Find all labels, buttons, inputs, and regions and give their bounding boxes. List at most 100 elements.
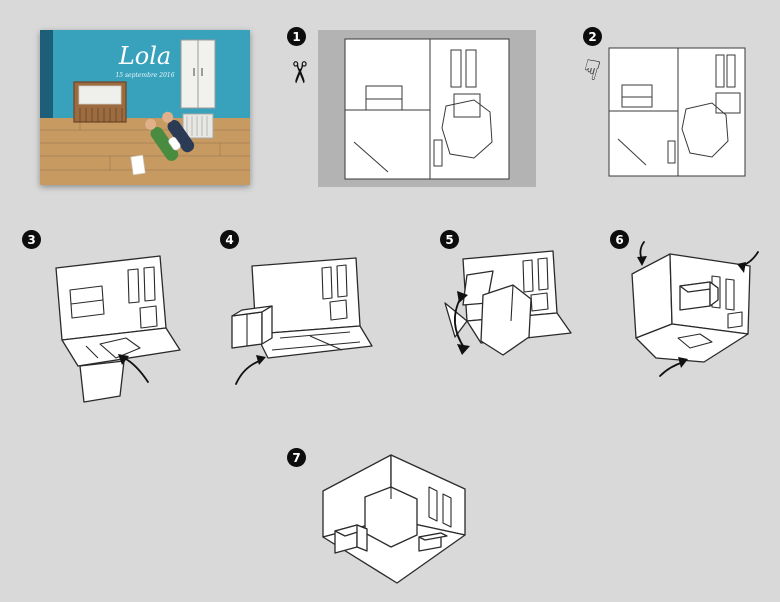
step-7-number: 7 bbox=[292, 450, 301, 465]
wall-window bbox=[428, 486, 438, 522]
wardrobe-box bbox=[334, 524, 368, 554]
template-sheet bbox=[608, 47, 746, 177]
fold-arrow-head bbox=[737, 262, 746, 273]
cut-out-template bbox=[608, 47, 746, 177]
left-wall bbox=[631, 253, 673, 339]
window-template bbox=[715, 54, 725, 88]
floor-flap bbox=[61, 327, 181, 367]
fold-arrow-head bbox=[457, 291, 468, 303]
step-2-tool: ☟ bbox=[576, 53, 606, 88]
fold-line bbox=[70, 299, 104, 305]
step-3-illustration bbox=[28, 246, 198, 411]
step-6-illustration bbox=[608, 238, 773, 398]
step-2-number: 2 bbox=[588, 29, 597, 44]
window-template bbox=[726, 54, 736, 88]
template-cut-out bbox=[608, 47, 746, 177]
wall-window bbox=[537, 257, 549, 291]
card-floor bbox=[40, 118, 250, 185]
radiator-box bbox=[418, 532, 448, 552]
fold-arrow-head bbox=[678, 357, 688, 368]
step-3-number: 3 bbox=[27, 232, 36, 247]
step-7-badge: 7 bbox=[287, 448, 306, 467]
wall-window bbox=[336, 264, 348, 298]
fold-step-6 bbox=[631, 241, 759, 377]
fold-step-5 bbox=[444, 250, 572, 356]
wardrobe-box bbox=[679, 281, 719, 311]
slot-template bbox=[433, 139, 443, 167]
crib-template bbox=[681, 102, 729, 158]
crib-template bbox=[441, 99, 493, 159]
radiator-outline bbox=[727, 311, 743, 329]
card-on-floor bbox=[130, 154, 146, 176]
card-title: Lola bbox=[118, 42, 171, 70]
step-6-number: 6 bbox=[615, 232, 624, 247]
crib-folded-up bbox=[480, 284, 532, 356]
fold-arrow-head bbox=[118, 354, 129, 365]
wardrobe-side bbox=[261, 305, 273, 345]
window-template bbox=[465, 49, 477, 88]
fold-line bbox=[279, 331, 351, 339]
card-radiator bbox=[182, 113, 214, 139]
fold-arrow-head bbox=[457, 344, 470, 355]
radiator-outline bbox=[530, 292, 549, 312]
radiator-outline bbox=[329, 299, 348, 321]
fold-arrow bbox=[123, 357, 149, 383]
wardrobe-side bbox=[709, 281, 719, 307]
slot-template bbox=[667, 140, 676, 164]
wall-window bbox=[442, 493, 452, 528]
card-wardrobe bbox=[180, 39, 216, 109]
radiator-template bbox=[453, 93, 481, 118]
wardrobe-template bbox=[621, 96, 653, 108]
fold-line bbox=[510, 284, 514, 322]
floor bbox=[255, 325, 373, 359]
step-1-badge: 1 bbox=[287, 27, 306, 46]
wardrobe-box bbox=[231, 305, 273, 349]
fold-step-3 bbox=[55, 255, 181, 403]
card-crib bbox=[73, 81, 127, 123]
diagonal-cut bbox=[617, 138, 647, 166]
step-2-badge: 2 bbox=[583, 27, 602, 46]
step-5-illustration bbox=[425, 245, 575, 410]
diagonal-cut bbox=[353, 141, 389, 173]
card-illustration: Lola 15 septembre 2016 bbox=[40, 30, 250, 185]
template-sheet bbox=[344, 38, 510, 180]
fold-arrow-head bbox=[256, 355, 266, 365]
diagonal-cut bbox=[309, 335, 343, 351]
wardrobe-outline bbox=[69, 285, 105, 319]
card-subtitle: 15 septembre 2016 bbox=[115, 72, 174, 79]
scissors-icon: ✂ bbox=[281, 59, 317, 86]
fold-arrow bbox=[235, 359, 263, 385]
template-cut-lines bbox=[345, 39, 493, 179]
step-1-tool: ✂ bbox=[281, 55, 317, 90]
step-4-illustration bbox=[210, 250, 375, 400]
step-5-badge: 5 bbox=[440, 230, 459, 249]
finished-room bbox=[322, 454, 466, 584]
diagonal-cut bbox=[85, 345, 99, 359]
floor-swinging bbox=[635, 323, 749, 363]
fold-step-4 bbox=[231, 257, 373, 385]
step-4-badge: 4 bbox=[220, 230, 239, 249]
wall-window bbox=[143, 266, 156, 302]
hanging-flap bbox=[79, 360, 125, 403]
template-cut-lines bbox=[609, 48, 741, 176]
fold-line bbox=[271, 341, 361, 351]
card-family bbox=[145, 111, 195, 161]
template-on-sheet bbox=[344, 38, 510, 180]
announcement-card-photo: Lola 15 septembre 2016 bbox=[40, 30, 250, 185]
window-template bbox=[450, 49, 462, 88]
step-6-badge: 6 bbox=[610, 230, 629, 249]
pointing-hand-icon: ☟ bbox=[579, 53, 603, 88]
wall-window bbox=[725, 278, 735, 311]
step-4-number: 4 bbox=[225, 232, 234, 247]
wall-window bbox=[321, 266, 333, 300]
wardrobe-template bbox=[365, 98, 403, 111]
fold-arrow-head bbox=[637, 256, 647, 266]
crib-outline bbox=[99, 337, 141, 359]
wall-window bbox=[522, 259, 534, 293]
step-1-number: 1 bbox=[292, 29, 301, 44]
radiator-top bbox=[418, 532, 448, 541]
radiator-outline bbox=[139, 305, 158, 329]
cut-template-panel bbox=[318, 30, 536, 187]
step-7-illustration bbox=[305, 445, 480, 595]
